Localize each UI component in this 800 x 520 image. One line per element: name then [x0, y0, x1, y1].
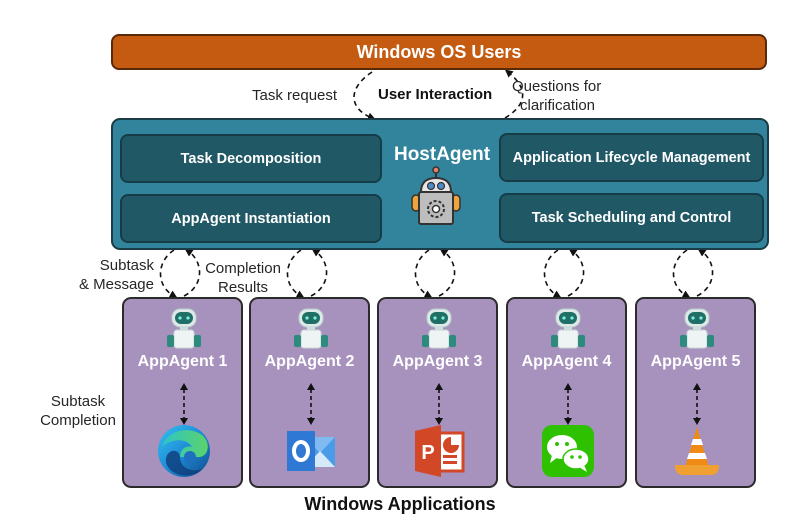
completion-results-arrow — [438, 248, 456, 297]
users-label: Windows OS Users — [356, 41, 522, 62]
subtask-message-arrow — [159, 249, 178, 298]
app-agent-label: AppAgent 2 — [264, 353, 355, 370]
subtask-message-arrow — [672, 249, 691, 298]
clarification-label: Questions for clarification — [512, 77, 601, 115]
app-agent-robot-icon — [679, 307, 715, 351]
vlc-player-icon[interactable] — [669, 423, 725, 479]
task-request-arrow — [353, 71, 376, 121]
completion-results-arrow — [567, 248, 585, 297]
app-agent-label: AppAgent 1 — [137, 353, 228, 370]
subtask-message-line-2: & Message — [78, 276, 154, 293]
app-agent-label: AppAgent 4 — [521, 353, 612, 370]
clarification-line-2: clarification — [520, 97, 596, 114]
bidirectional-arrow-icon — [431, 383, 447, 425]
completion-results-arrow — [310, 248, 328, 297]
appagent-instantiation-box: AppAgent Instantiation — [120, 194, 382, 243]
subtask-message-line-1: Subtask — [99, 257, 154, 274]
app-agent-box: AppAgent 5 — [635, 297, 756, 488]
bidirectional-arrow-icon — [176, 383, 192, 425]
app-agent-robot-icon — [166, 307, 202, 351]
app-agent-robot-icon — [550, 307, 586, 351]
subtask-completion-label: Subtask Completion — [30, 392, 126, 430]
completion-results-arrow — [696, 248, 714, 297]
app-agent-label: AppAgent 5 — [650, 353, 741, 370]
app-agent-box: AppAgent 4 — [506, 297, 627, 488]
task-decomposition-box: Task Decomposition — [120, 134, 382, 183]
bidirectional-arrow-icon — [303, 383, 319, 425]
app-agent-box: AppAgent 2 — [249, 297, 370, 488]
completion-results-label: Completion Results — [196, 259, 290, 297]
app-agent-robot-icon — [421, 307, 457, 351]
app-agent-label: AppAgent 3 — [392, 353, 483, 370]
task-decomposition-label: Task Decomposition — [180, 150, 322, 167]
edge-browser-icon[interactable] — [156, 423, 212, 479]
subtask-message-label: Subtask & Message — [70, 256, 154, 294]
task-scheduling-box: Task Scheduling and Control — [499, 193, 764, 243]
task-scheduling-label: Task Scheduling and Control — [531, 210, 732, 226]
completion-results-line-2: Results — [217, 279, 269, 296]
app-agent-robot-icon — [293, 307, 329, 351]
svg-text:P: P — [421, 442, 434, 464]
host-agent-box: Task Decomposition AppAgent Instantiatio… — [111, 118, 769, 250]
bidirectional-arrow-icon — [689, 383, 705, 425]
subtask-message-arrow — [414, 249, 433, 298]
task-request-label: Task request — [252, 87, 338, 104]
outlook-icon[interactable] — [283, 423, 339, 479]
windows-os-users-bar: Windows OS Users — [111, 34, 767, 70]
app-agent-box: AppAgent 3 P — [377, 297, 498, 488]
subtask-completion-line-2: Completion — [40, 412, 116, 429]
powerpoint-icon[interactable]: P — [411, 423, 467, 479]
host-agent-title: HostAgent — [393, 144, 491, 165]
subtask-completion-line-1: Subtask — [50, 393, 106, 410]
application-lifecycle-label: Application Lifecycle Management — [512, 149, 751, 166]
clarification-line-1: Questions for — [512, 78, 602, 95]
appagent-instantiation-label: AppAgent Instantiation — [171, 210, 331, 227]
subtask-message-arrow — [543, 249, 562, 298]
host-robot-icon — [411, 166, 461, 225]
completion-results-line-1: Completion — [205, 260, 281, 277]
wechat-icon[interactable] — [540, 423, 596, 479]
app-agent-box: AppAgent 1 — [122, 297, 243, 488]
user-interaction-label: User Interaction — [378, 86, 493, 103]
application-lifecycle-box: Application Lifecycle Management — [499, 133, 764, 182]
bidirectional-arrow-icon — [560, 383, 576, 425]
windows-applications-label: Windows Applications — [304, 494, 496, 514]
